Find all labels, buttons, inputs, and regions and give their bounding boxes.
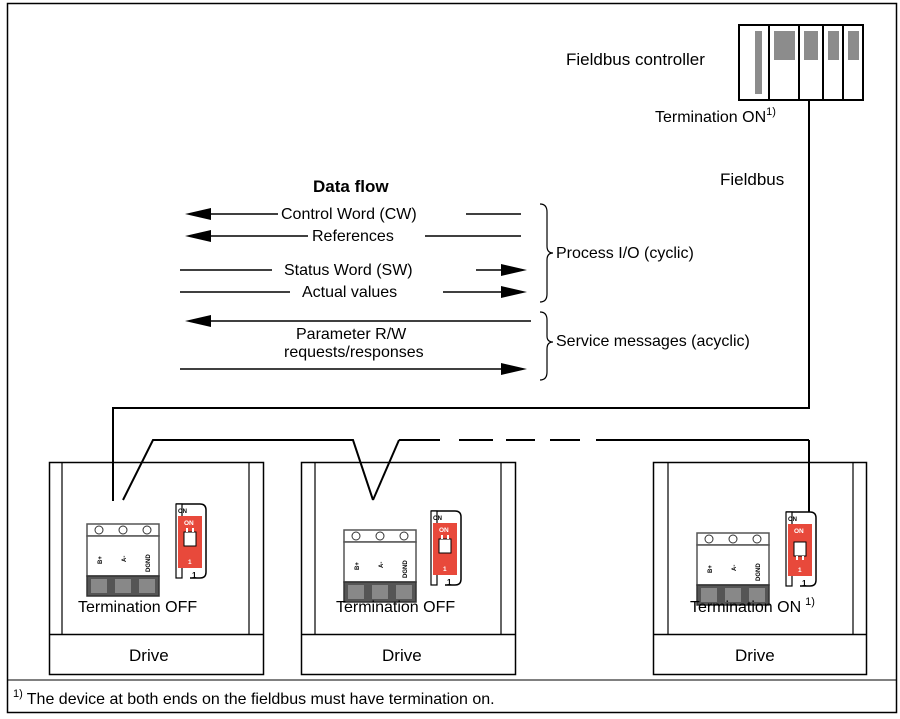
service-messages-label: Service messages (acyclic) <box>556 333 750 350</box>
drive-box <box>652 461 868 676</box>
message-parameter-rw: Parameter R/W <box>296 326 407 343</box>
switch-index: 1 <box>798 567 802 574</box>
process-io-label: Process I/O (cyclic) <box>556 245 694 262</box>
message-requests-responses: requests/responses <box>284 344 424 361</box>
drive-label: Drive <box>382 646 422 665</box>
switch-corner-number: 1 <box>447 578 452 587</box>
switch-lever <box>183 531 197 547</box>
switch-on-inner: ON <box>439 527 449 534</box>
drive-termination: Termination OFF <box>78 599 197 616</box>
controller-module <box>848 31 859 60</box>
switch-on-inner: ON <box>184 520 194 527</box>
message-control-word: Control Word (CW) <box>281 206 417 223</box>
drive-3: Drive B+ A- DGND ON ON 1 1 <box>652 461 868 676</box>
pin-label: A- <box>379 562 385 568</box>
switch-on-inner: ON <box>794 528 804 535</box>
arrow-left-head <box>185 230 211 242</box>
process-io-brace <box>539 203 554 303</box>
drive-label: Drive <box>735 646 775 665</box>
terminal-connector: B+ A- DGND <box>696 532 770 606</box>
fieldbus-cable <box>112 101 810 515</box>
switch-index: 1 <box>443 566 447 573</box>
diagram-frame <box>6 2 898 714</box>
drive-label: Drive <box>129 646 169 665</box>
switch-on-label: ON <box>433 516 442 522</box>
pin-label: DGND <box>403 560 409 578</box>
fieldbus-label: Fieldbus <box>720 170 784 189</box>
switch-corner-number: 1 <box>802 579 807 588</box>
termination-switch: ON ON 1 1 <box>430 510 462 587</box>
switch-corner-number: 1 <box>192 571 197 580</box>
service-messages-brace <box>539 311 554 381</box>
arrow-right-head <box>501 286 527 298</box>
pin-label: B+ <box>98 556 104 564</box>
data-flow: Data flow Control Word (CW) References S… <box>180 177 750 381</box>
message-status-word: Status Word (SW) <box>284 262 413 279</box>
fieldbus-controller: Fieldbus controller Termination ON1) <box>566 24 864 126</box>
arrow-right-head <box>501 264 527 276</box>
pin-label: DGND <box>756 563 762 581</box>
arrow-left-head <box>185 208 211 220</box>
switch-index: 1 <box>188 559 192 566</box>
arrow-right-head <box>501 363 527 375</box>
drive-box <box>300 461 517 676</box>
pin-label: A- <box>732 565 738 571</box>
data-flow-title: Data flow <box>313 177 389 196</box>
pin-label: A- <box>122 556 128 562</box>
terminal-connector: B+ A- DGND <box>343 529 417 603</box>
switch-on-label: ON <box>788 517 797 523</box>
controller-module <box>774 31 795 60</box>
controller-module <box>804 31 818 60</box>
controller-termination: Termination ON1) <box>655 106 776 126</box>
termination-switch: ON ON 1 1 <box>175 503 207 580</box>
controller-module <box>828 31 839 60</box>
drive-box <box>48 461 265 676</box>
drive-1: Drive B+ A- DGND ON ON 1 1 <box>48 461 265 676</box>
pin-label: DGND <box>146 554 152 572</box>
pin-label: B+ <box>708 565 714 573</box>
message-references: References <box>312 228 394 245</box>
switch-lever <box>438 538 452 554</box>
pin-label: B+ <box>355 562 361 570</box>
switch-on-label: ON <box>178 509 187 515</box>
switch-lever <box>793 541 807 557</box>
drive-2: Drive B+ A- DGND ON ON 1 1 <box>300 461 517 676</box>
controller-label: Fieldbus controller <box>566 50 705 69</box>
message-actual-values: Actual values <box>302 284 397 301</box>
terminal-connector: B+ A- DGND <box>86 523 160 597</box>
arrow-left-head <box>185 315 211 327</box>
controller-module <box>755 31 762 94</box>
termination-switch: ON ON 1 1 <box>785 511 817 588</box>
drive-termination: Termination OFF <box>336 599 455 616</box>
footnote: 1)The device at both ends on the fieldbu… <box>13 688 495 708</box>
